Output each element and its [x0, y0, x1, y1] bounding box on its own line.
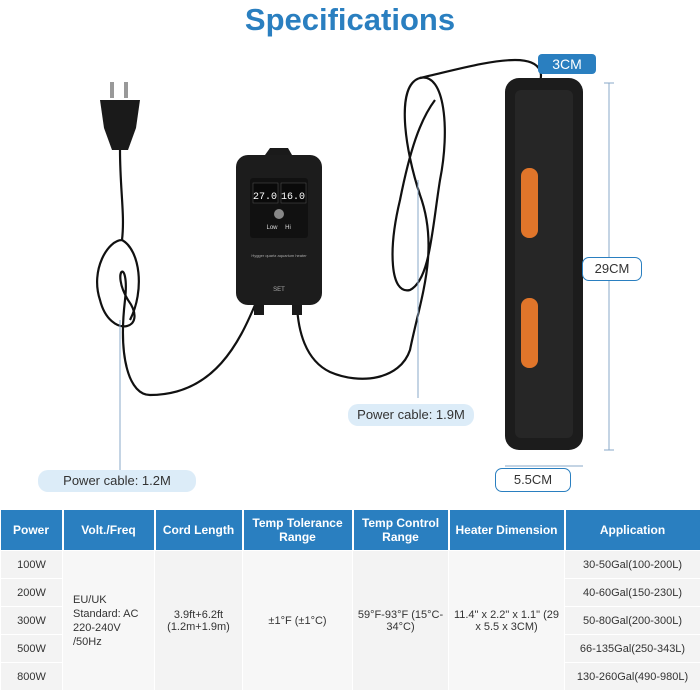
dimension-width-label: 3CM: [538, 54, 596, 74]
dimension-lines: [119, 82, 614, 470]
plug-icon: [100, 82, 140, 150]
header-heater-dimension: Heater Dimension: [448, 510, 566, 551]
controller-temp-left: 27.0: [253, 192, 277, 203]
header-volt-freq: Volt./Freq: [62, 510, 156, 551]
controller-set-label: SET: [273, 287, 285, 293]
spec-table-header: Power Volt./Freq Cord Length Temp Tolera…: [0, 510, 700, 551]
application-cell: 40-60Gal(150-230L): [564, 578, 700, 607]
controller-low-label: Low: [266, 225, 278, 231]
product-illustration: 27.0 16.0 Low Hi Hygger quartz aquarium …: [96, 58, 614, 470]
application-cell: 50-80Gal(200-300L): [564, 606, 700, 635]
controller-box: 27.0 16.0 Low Hi Hygger quartz aquarium …: [236, 148, 322, 315]
controller-cable-label: Power cable: 1.2M: [38, 470, 196, 492]
heater-dimension-cell: 11.4" x 2.2" x 1.1" (29 x 5.5 x 3CM): [448, 550, 565, 691]
temp-control-cell: 59°F-93°F (15°C-34°C): [352, 550, 449, 691]
power-cell: 100W: [0, 550, 63, 579]
power-cell: 200W: [0, 578, 63, 607]
heater-cable-label: Power cable: 1.9M: [348, 404, 474, 426]
controller-brand-line: Hygger quartz aquarium heater: [251, 253, 307, 258]
controller-temp-right: 16.0: [281, 192, 305, 203]
dimension-height-label: 29CM: [582, 257, 642, 281]
heater-body: [505, 78, 583, 450]
table-row: 100W EU/UK Standard: AC 220-240V /50Hz 3…: [0, 550, 700, 691]
controller-high-label: Hi: [285, 225, 291, 231]
header-temp-control: Temp Control Range: [352, 510, 450, 551]
cord-length-cell: 3.9ft+6.2ft (1.2m+1.9m): [154, 550, 243, 691]
power-cell: 800W: [0, 662, 63, 691]
table-row: 200W 40-60Gal(150-230L): [0, 578, 700, 607]
header-cord-length: Cord Length: [154, 510, 244, 551]
header-temp-tolerance: Temp Tolerance Range: [242, 510, 354, 551]
application-cell: 66-135Gal(250-343L): [564, 634, 700, 663]
power-cell: 500W: [0, 634, 63, 663]
header-power: Power: [0, 510, 64, 551]
page-title: Specifications: [244, 2, 456, 37]
table-row: 800W 130-260Gal(490-980L): [0, 662, 700, 691]
volt-freq-cell: EU/UK Standard: AC 220-240V /50Hz: [62, 550, 155, 691]
power-cell: 300W: [0, 606, 63, 635]
application-cell: 130-260Gal(490-980L): [564, 662, 700, 691]
dimension-depth-label: 5.5CM: [495, 468, 571, 492]
cables: [96, 58, 543, 397]
temp-tolerance-cell: ±1°F (±1°C): [242, 550, 353, 691]
spec-table: Power Volt./Freq Cord Length Temp Tolera…: [0, 510, 700, 691]
application-cell: 30-50Gal(100-200L): [564, 550, 700, 579]
table-row: 300W 50-80Gal(200-300L): [0, 606, 700, 635]
table-row: 500W 66-135Gal(250-343L): [0, 634, 700, 663]
header-application: Application: [564, 510, 700, 551]
